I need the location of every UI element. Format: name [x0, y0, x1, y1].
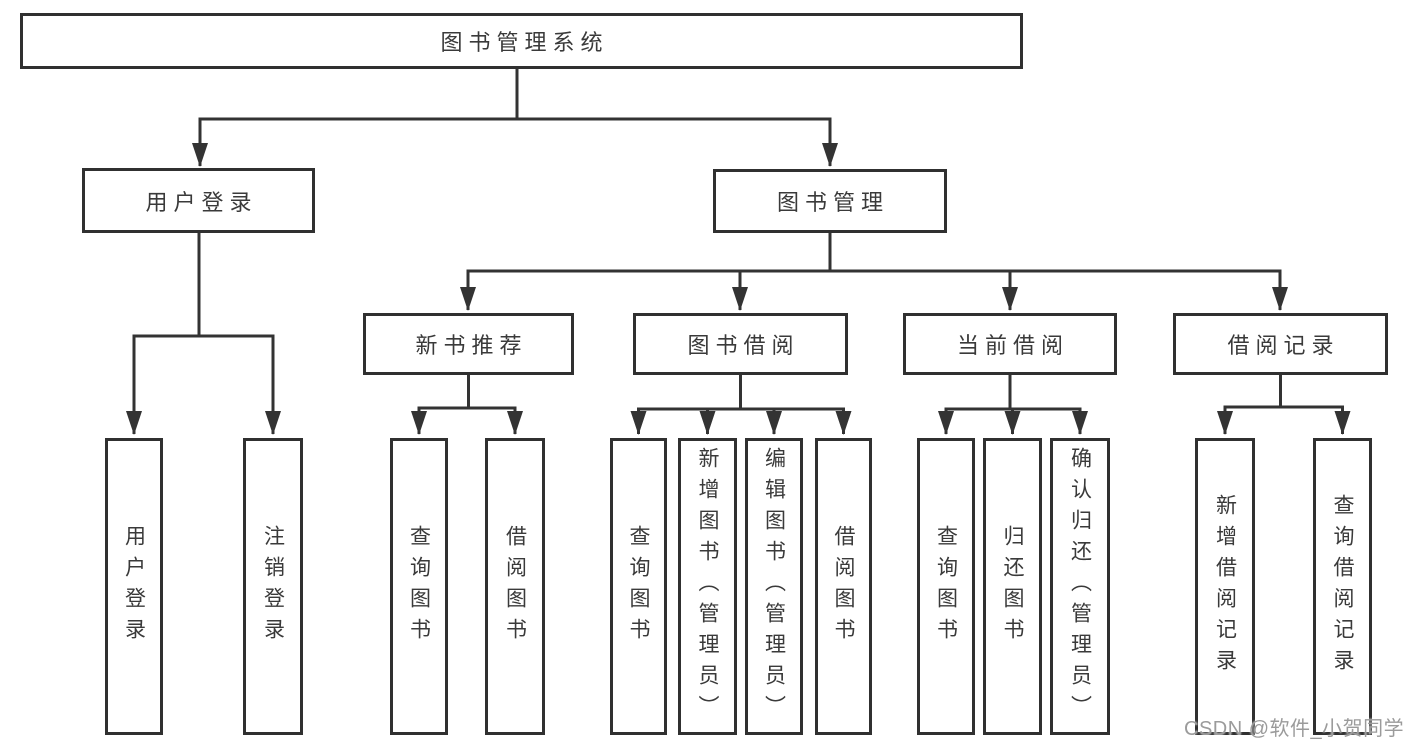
connector-newbook-children: [411, 406, 523, 435]
node-book-management: 图书管理: [713, 169, 947, 233]
node-user-login: 用户登录: [82, 168, 315, 233]
leaf-borrow-books-recommend: 借阅图书: [485, 438, 545, 735]
leaf-confirm-return-admin: 确认归还（管理员）: [1050, 438, 1110, 735]
connector-userlogin-children: [126, 334, 281, 435]
leaf-query-books-current: 查询图书: [917, 438, 975, 735]
node-root: 图书管理系统: [20, 13, 1023, 69]
csdn-watermark: CSDN @软件_小贺同学: [1184, 718, 1405, 740]
leaf-borrow-books: 借阅图书: [815, 438, 872, 735]
node-current-borrow: 当前借阅: [903, 313, 1117, 375]
leaf-query-borrow-record: 查询借阅记录: [1313, 438, 1372, 735]
leaf-user-login: 用户登录: [105, 438, 163, 735]
leaf-query-books-borrow: 查询图书: [610, 438, 667, 735]
leaf-add-borrow-record: 新增借阅记录: [1195, 438, 1255, 735]
leaf-add-books-admin: 新增图书（管理员）: [678, 438, 737, 735]
connector-level3: [460, 269, 1288, 311]
node-book-borrow: 图书借阅: [633, 313, 848, 375]
node-borrow-records: 借阅记录: [1173, 313, 1388, 375]
connector-records-children: [1217, 405, 1351, 435]
leaf-return-books: 归还图书: [983, 438, 1042, 735]
leaf-edit-books-admin: 编辑图书（管理员）: [745, 438, 803, 735]
leaf-logout: 注销登录: [243, 438, 303, 735]
leaf-query-books-recommend: 查询图书: [390, 438, 448, 735]
connector-bookborrow-children: [630, 407, 852, 435]
node-new-book-recommend: 新书推荐: [363, 313, 574, 375]
connector-level2: [192, 117, 838, 167]
